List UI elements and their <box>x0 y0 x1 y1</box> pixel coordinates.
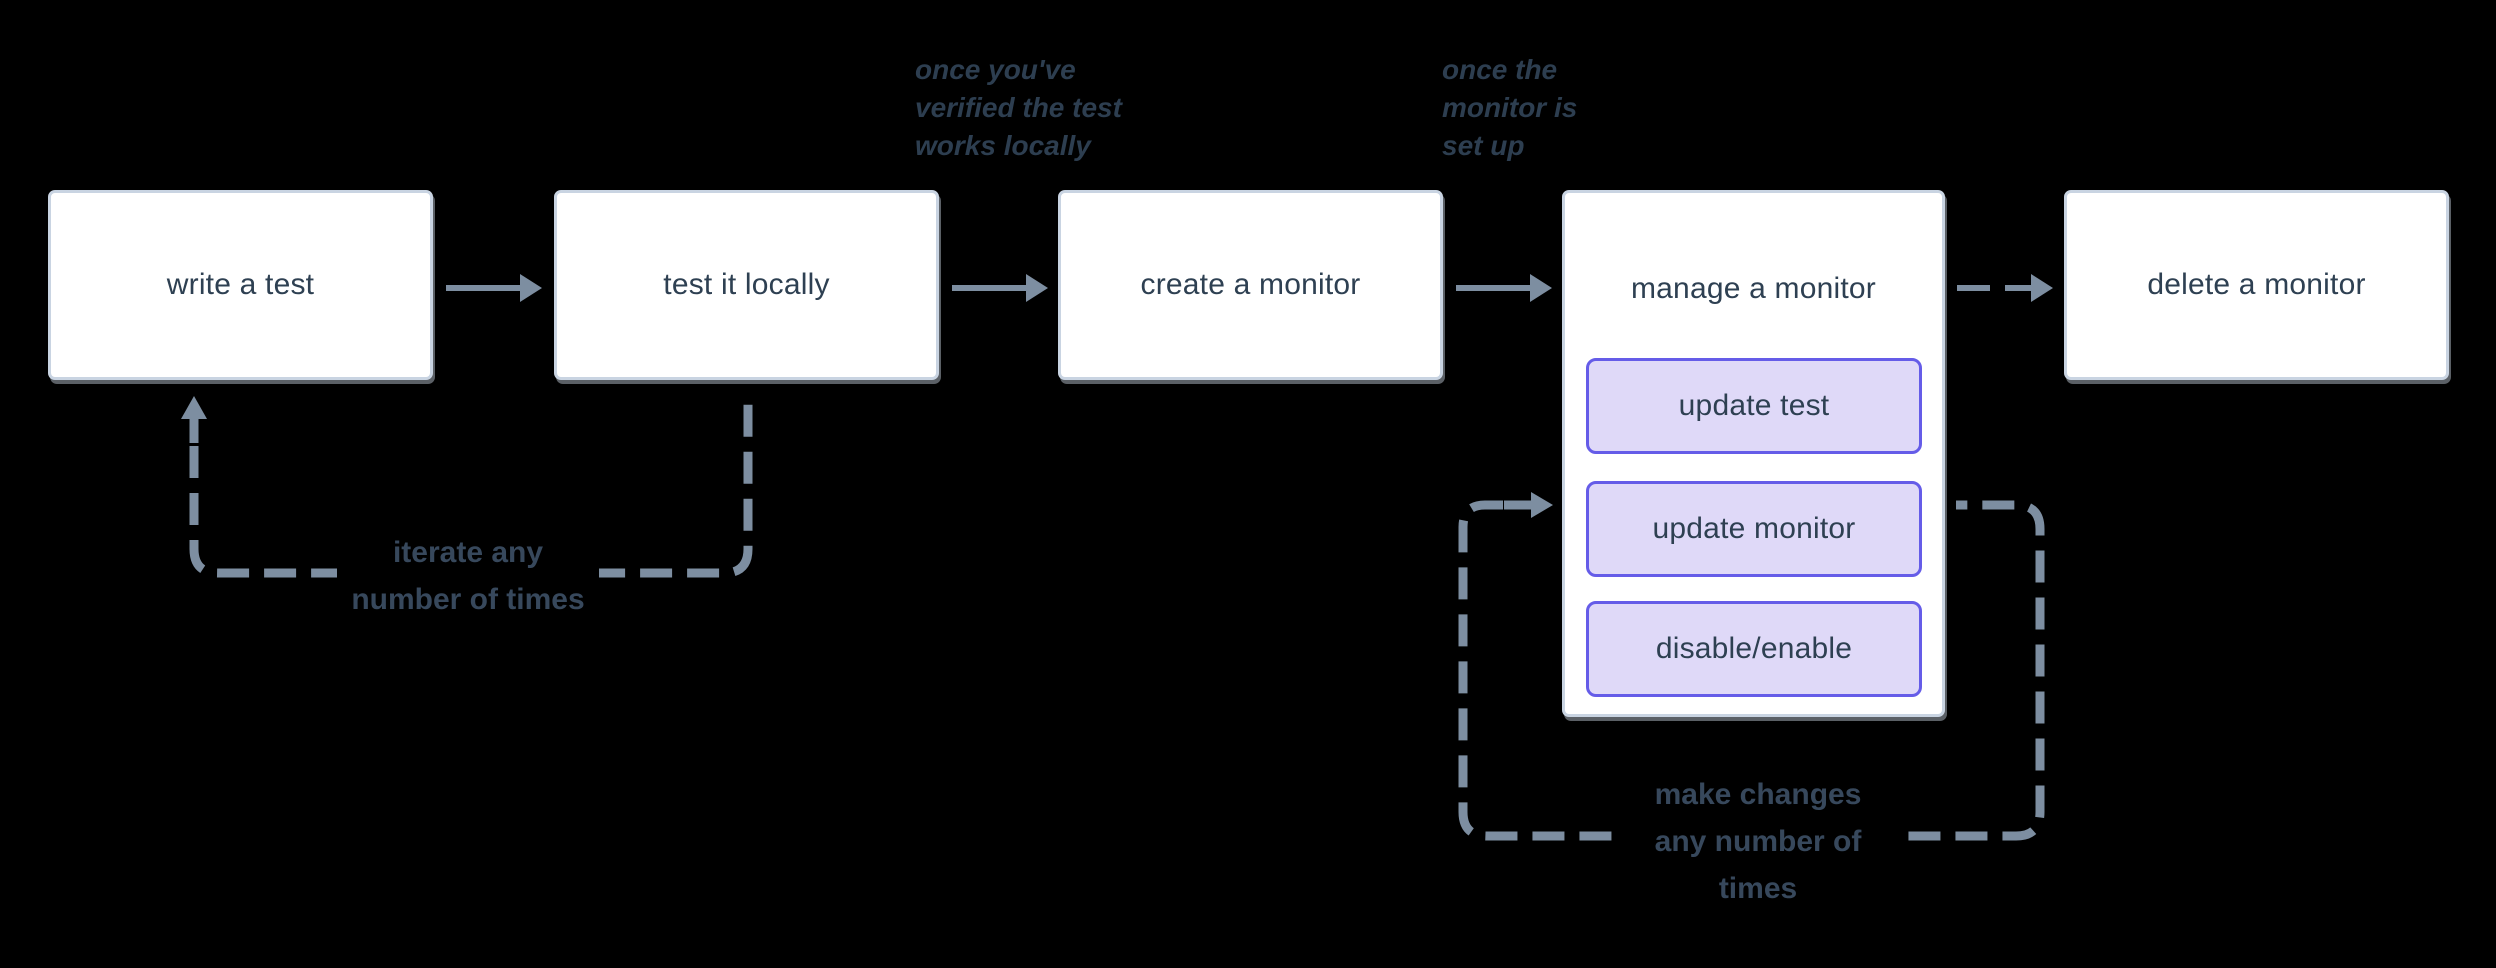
node-label: test it locally <box>663 268 830 301</box>
annotation-line: once you've <box>915 54 1076 85</box>
arrow-create-to-manage <box>1456 274 1552 302</box>
loop-label-line: times <box>1718 872 1798 905</box>
subnode-disable-enable: disable/enable <box>1586 601 1922 697</box>
node-test-it-locally: test it locally <box>554 190 939 380</box>
subnode-update-test: update test <box>1586 358 1922 454</box>
annotation-line: works locally <box>915 130 1091 161</box>
arrowhead-up-icon <box>181 396 207 419</box>
node-create-a-monitor: create a monitor <box>1058 190 1443 380</box>
annotation-line: verified the test <box>915 92 1122 123</box>
subnode-update-monitor: update monitor <box>1586 481 1922 577</box>
loop-label-iterate: iterate any number of times <box>337 529 599 623</box>
loop-label-line: any number of <box>1654 825 1862 858</box>
loop-label-make-changes: make changes any number of times <box>1622 771 1894 912</box>
arrowhead-right-icon <box>1530 274 1552 302</box>
arrowhead-right-icon <box>1531 492 1553 518</box>
node-label: delete a monitor <box>2147 268 2366 301</box>
node-label: create a monitor <box>1140 268 1361 301</box>
annotation-line: monitor is <box>1442 92 1578 123</box>
node-label: write a test <box>166 268 315 301</box>
subnode-label: disable/enable <box>1655 632 1853 665</box>
node-manage-a-monitor: manage a monitor update test update moni… <box>1562 190 1945 717</box>
arrow-test-to-create <box>952 274 1048 302</box>
node-delete-a-monitor: delete a monitor <box>2064 190 2449 380</box>
subnode-label: update test <box>1678 389 1830 422</box>
loop-label-line: number of times <box>351 583 585 616</box>
arrowhead-right-icon <box>1026 274 1048 302</box>
subnode-label: update monitor <box>1652 512 1856 545</box>
node-write-a-test: write a test <box>48 190 433 380</box>
arrowhead-right-icon <box>2031 274 2053 302</box>
node-label: manage a monitor <box>1630 272 1876 305</box>
annotation-line: once the <box>1442 54 1558 85</box>
loop-label-line: make changes <box>1654 778 1862 811</box>
annotation-monitor-set-up: once the monitor is set up <box>1442 51 1577 165</box>
arrow-write-to-test <box>446 274 542 302</box>
arrow-manage-to-delete-dashed <box>1957 274 2053 302</box>
annotation-line: set up <box>1442 130 1525 161</box>
arrowhead-right-icon <box>520 274 542 302</box>
loop-label-line: iterate any <box>392 536 544 569</box>
annotation-verified-test: once you've verified the test works loca… <box>915 51 1122 165</box>
